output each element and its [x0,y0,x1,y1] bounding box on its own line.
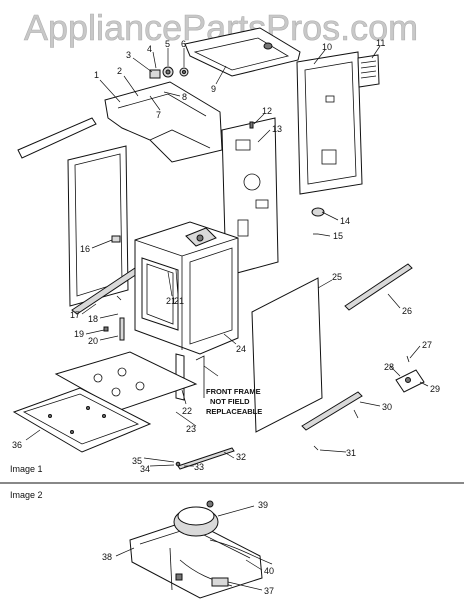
callout-1: 1 [94,70,99,80]
callout-29: 29 [430,384,440,394]
callout-7: 7 [156,110,161,120]
part-control-panel [104,81,223,163]
part-oven-cavity [134,221,239,355]
watermark-text: AppliancePartsPros.com [24,7,418,48]
callout-24: 24 [236,344,246,354]
callout-36: 36 [12,440,22,450]
callout-4: 4 [147,44,152,54]
callout-14: 14 [340,216,350,226]
callout-34: 34 [140,464,150,474]
callout-10: 10 [322,42,332,52]
part-fitting-14 [311,207,325,217]
callout-15: 15 [333,231,343,241]
callout-6: 6 [181,39,186,49]
callouts-image-1: 1 2 3 4 5 6 7 8 9 10 11 12 13 14 15 16 1… [12,38,440,474]
image-2-assembly: Image 2 39 38 [10,490,274,599]
note-line-2: NOT FIELD [210,397,250,406]
callout-leaders-image-2 [115,505,263,591]
callout-27: 27 [422,340,432,350]
part-clip-12 [249,121,254,129]
part-rail-26 [344,263,413,311]
note-line-1: FRONT FRAME [206,387,261,396]
callout-21a: 21 [166,296,176,306]
part-hinge-bracket [395,355,425,393]
callout-2: 2 [117,66,122,76]
part-trim-strip-left [17,117,97,159]
note-line-3: REPLACEABLE [206,407,262,416]
part-bracket-18-20 [103,295,125,341]
part-back-panel [296,51,363,195]
section-label-image-2: Image 2 [10,490,43,500]
callout-5: 5 [165,39,170,49]
callout-33: 33 [194,462,204,472]
part-top-panel [184,27,301,77]
callout-19: 19 [74,329,84,339]
callout-20: 20 [88,336,98,346]
callout-leaders-image-1 [25,45,429,467]
callout-40: 40 [264,566,274,576]
part-knob-5 [162,66,174,78]
part-leveling-rail [301,391,363,451]
callout-3: 3 [126,50,131,60]
part-vent-grille [357,54,380,88]
callout-22: 22 [182,406,192,416]
callout-39: 39 [258,500,268,510]
section-label-image-1: Image 1 [10,464,43,474]
callout-18: 18 [88,314,98,324]
part-right-side-panel [251,277,323,433]
callout-12: 12 [262,106,272,116]
part-kick-strip [175,447,235,470]
callout-16: 16 [80,244,90,254]
callout-25: 25 [332,272,342,282]
part-rear-panel [221,117,279,277]
part-valve-body [173,500,219,537]
callout-21b: 21 [174,296,184,306]
callout-11: 11 [376,38,385,48]
callout-32: 32 [236,452,246,462]
callout-37: 37 [264,586,274,596]
callout-9: 9 [211,84,216,94]
callout-28: 28 [384,362,394,372]
callout-26: 26 [402,306,412,316]
front-frame-note: FRONT FRAME NOT FIELD REPLACEABLE [206,387,262,416]
part-bottom-panel [12,387,152,453]
callout-8: 8 [182,92,187,102]
callout-13: 13 [272,124,282,134]
callout-23: 23 [186,424,196,434]
part-knob-6 [179,67,189,77]
callout-31: 31 [346,448,356,458]
callout-35: 35 [132,456,142,466]
callout-17: 17 [70,310,80,320]
callout-30: 30 [382,402,392,412]
image-1-assembly: 1 2 3 4 5 6 7 8 9 10 11 12 13 14 15 16 1… [10,27,440,474]
callout-38: 38 [102,552,112,562]
